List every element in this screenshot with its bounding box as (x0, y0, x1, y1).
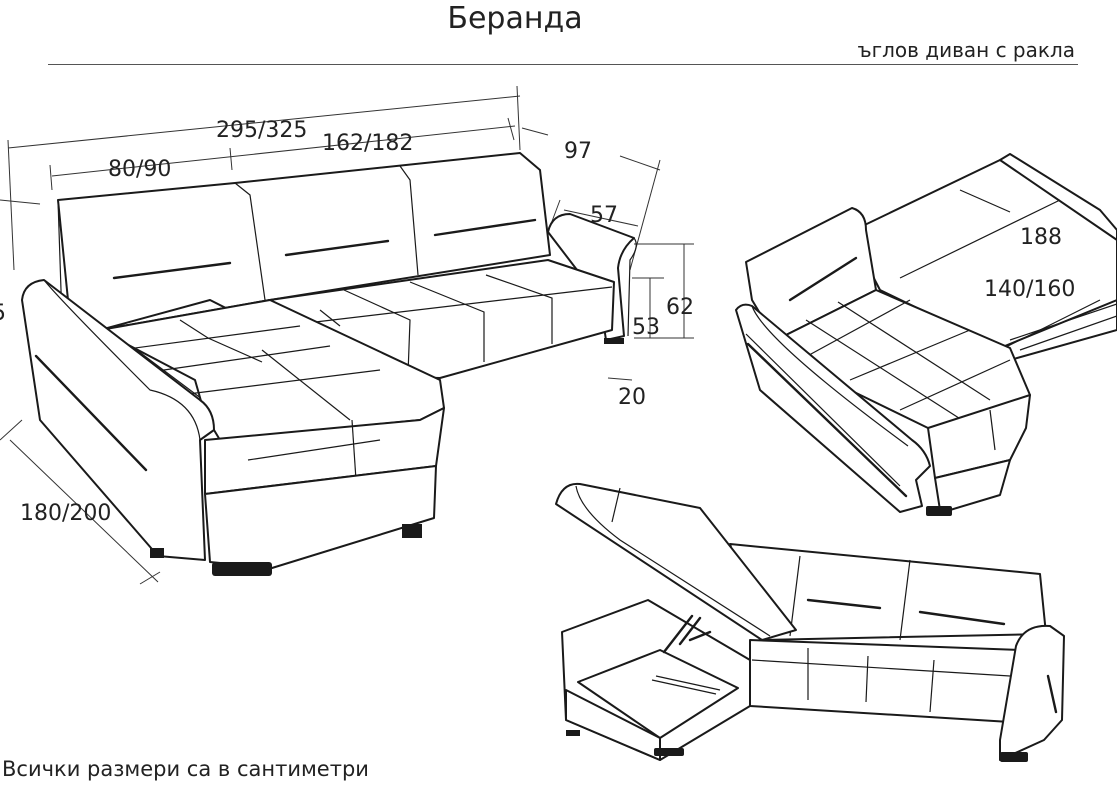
dim-total-width: 295/325 (216, 118, 307, 143)
page-subtitle: ъглов диван с ракла (857, 38, 1075, 62)
dim-cut-left-height: 5 (0, 301, 6, 326)
leg (604, 338, 624, 344)
leg (402, 524, 422, 538)
leg (654, 748, 684, 756)
dim-seat-depth: 57 (590, 203, 618, 228)
header-rule (48, 64, 1078, 65)
footnote: Всички размери са в сантиметри (2, 757, 369, 781)
leg (1000, 752, 1028, 762)
dim-chaise-width: 80/90 (108, 157, 171, 182)
leg (566, 730, 580, 736)
page-title: Беранда (447, 1, 583, 36)
bed-view (735, 153, 1117, 516)
leg (926, 506, 952, 516)
dim-height: 62 (666, 295, 694, 320)
leg (212, 562, 272, 576)
main-view (0, 85, 694, 585)
storage-view (555, 482, 1065, 762)
dim-bed-width: 140/160 (984, 277, 1075, 302)
dim-seat-height: 53 (632, 315, 660, 340)
dim-chaise-length: 180/200 (20, 501, 111, 526)
leg (150, 548, 164, 558)
dimension-lines (0, 85, 694, 585)
dim-leg-height: 20 (618, 385, 646, 410)
dim-sofa-width: 162/182 (322, 131, 413, 156)
dim-depth: 97 (564, 139, 592, 164)
dim-bed-length: 188 (1020, 225, 1062, 250)
